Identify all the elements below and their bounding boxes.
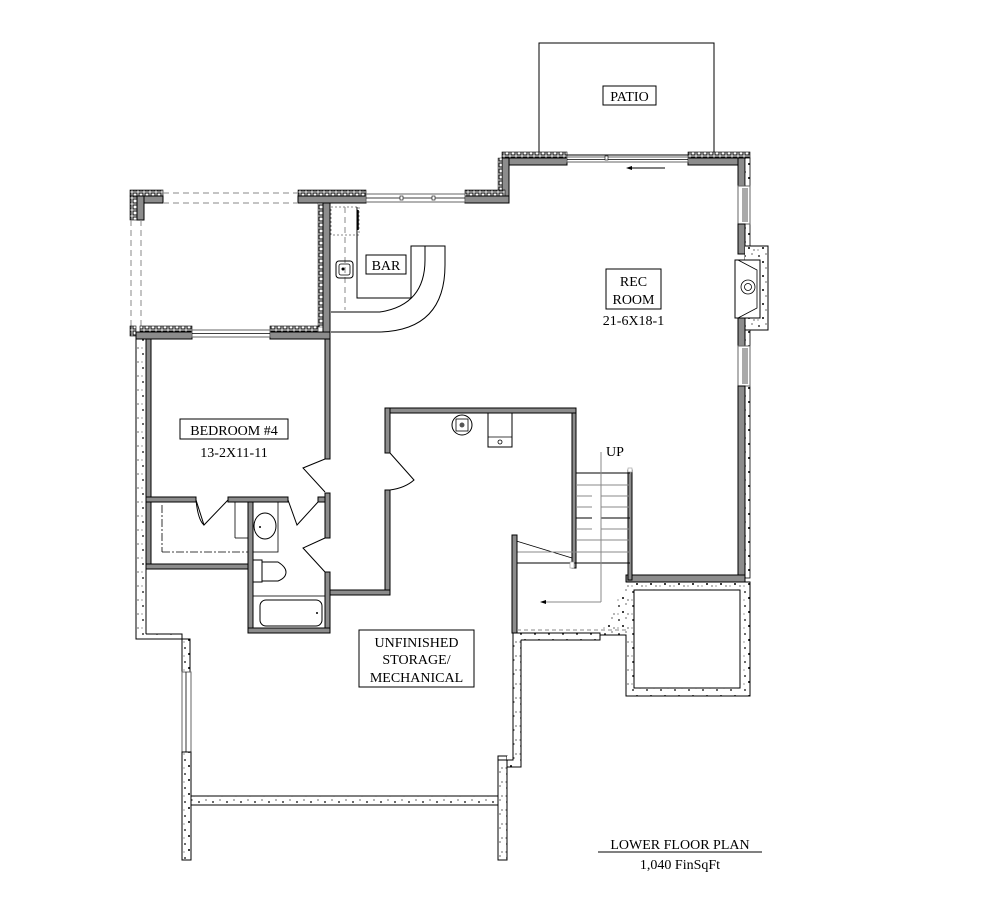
toilet-icon	[252, 559, 263, 583]
bedroom-label: BEDROOM #4	[190, 424, 278, 439]
storage-label-line2: STORAGE/	[382, 653, 450, 668]
bath-vanity	[252, 501, 279, 553]
bedroom-walls	[145, 338, 331, 634]
rec-room-label-line2: ROOM	[612, 293, 655, 308]
storage-label-line1: UNFINISHED	[375, 636, 459, 651]
room-labels: PATIO BAR REC ROOM 21-6X18-1 BEDROOM #4 …	[179, 85, 762, 873]
patio-outline	[538, 42, 715, 156]
rec-room-exterior-wall	[625, 157, 769, 583]
water-heater-icon	[451, 414, 473, 436]
storage-window	[181, 671, 192, 753]
patio-label: PATIO	[610, 90, 648, 105]
bedroom-dimensions: 13-2X11-11	[200, 446, 267, 461]
bath-door	[287, 499, 319, 526]
bedroom-door	[302, 458, 326, 493]
bar-sink-icon	[335, 260, 354, 279]
foundation-walls	[135, 338, 601, 861]
exterior-walls-top	[129, 151, 751, 326]
rec-room-dimensions: 21-6X18-1	[603, 314, 664, 329]
bar-counter	[330, 206, 446, 333]
plan-title: LOWER FLOOR PLAN	[610, 838, 749, 853]
bathtub-icon	[252, 595, 326, 629]
staircase	[511, 407, 633, 634]
mechanical-walls	[329, 407, 577, 596]
stairs-up-label: UP	[606, 445, 624, 460]
window-well	[600, 581, 751, 697]
storage-label-line3: MECHANICAL	[370, 671, 463, 686]
fireplace-icon	[734, 259, 761, 319]
mechanical-door	[389, 452, 415, 491]
rec-room-label-line1: REC	[620, 275, 647, 290]
furnace-icon	[487, 412, 513, 448]
bar-partition-walls	[129, 202, 331, 340]
bar-label: BAR	[372, 259, 401, 274]
plan-area: 1,040 FinSqFt	[640, 858, 720, 873]
patio	[538, 42, 715, 156]
storage-door	[302, 537, 326, 573]
